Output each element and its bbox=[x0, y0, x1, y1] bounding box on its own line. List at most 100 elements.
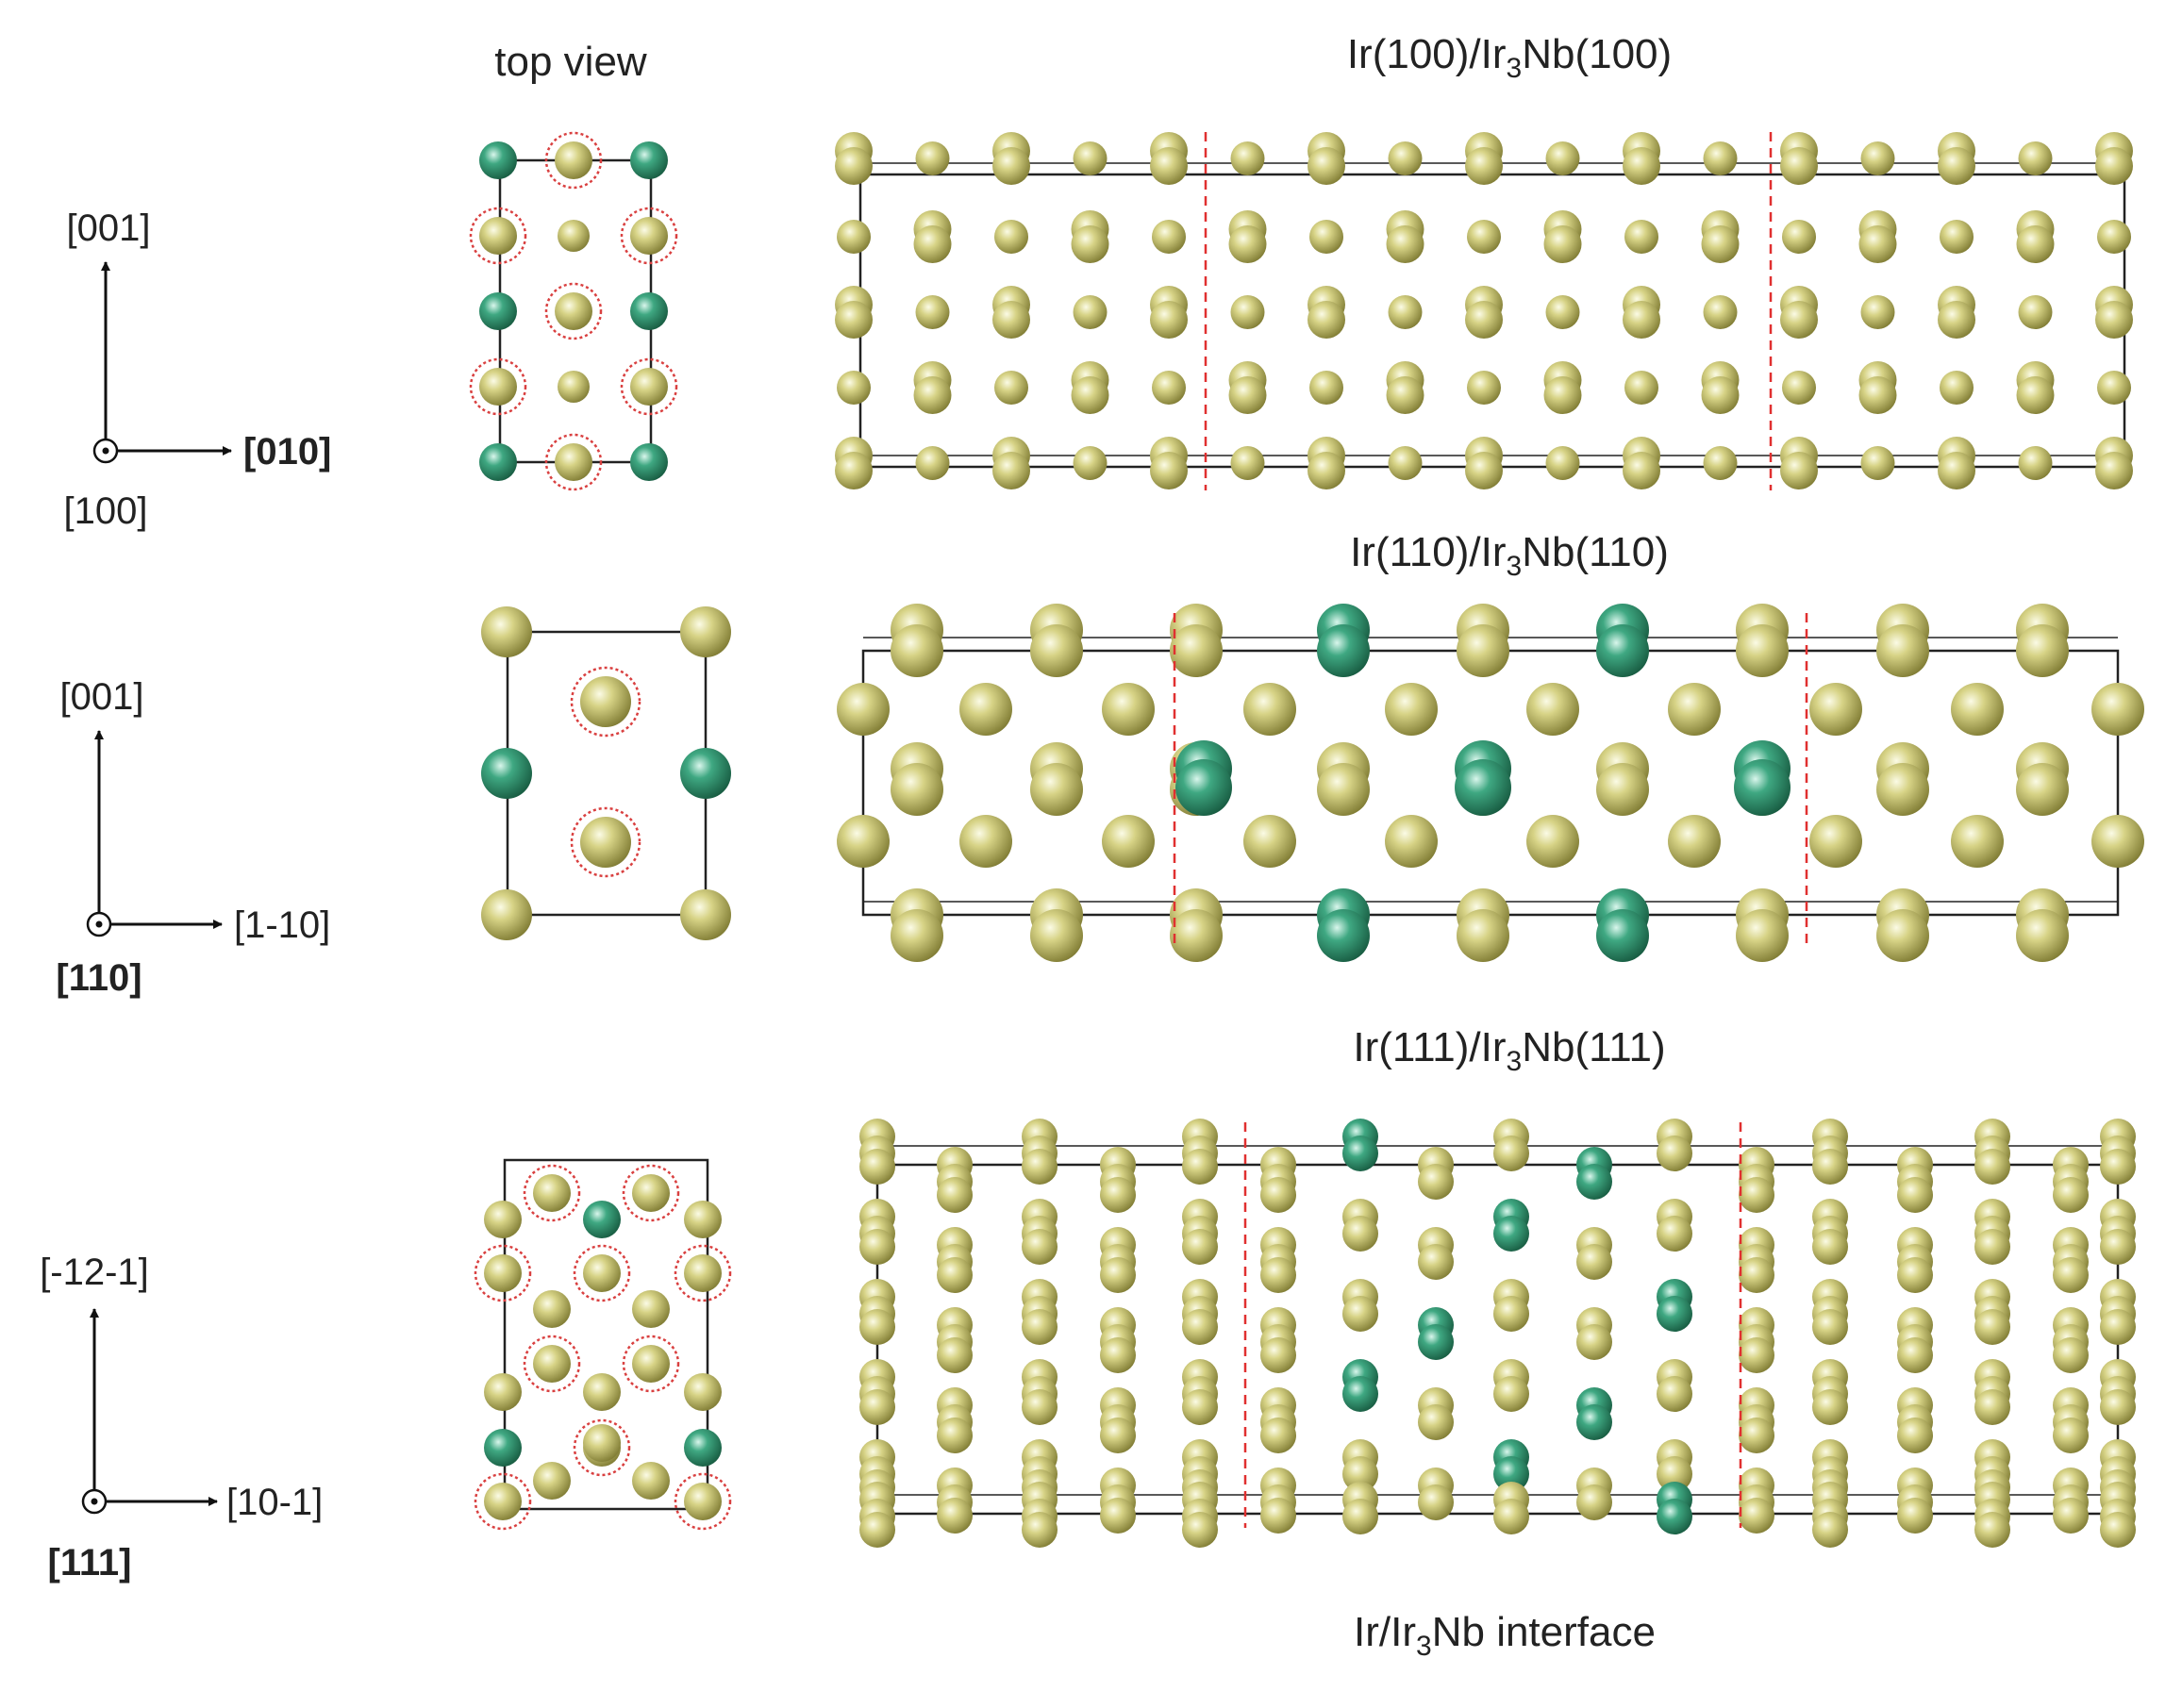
nb-atom bbox=[1734, 759, 1791, 816]
ir-atom bbox=[558, 220, 590, 252]
ir-atom bbox=[1812, 1229, 1848, 1265]
ir-atom bbox=[1624, 371, 1658, 405]
axis-up-label: [001] bbox=[67, 207, 151, 249]
nb-atom bbox=[479, 292, 517, 330]
ir-atom bbox=[915, 295, 950, 329]
ir-atom bbox=[1739, 1337, 1774, 1373]
ir-atom bbox=[1782, 220, 1816, 254]
ir-atom bbox=[1860, 141, 1895, 175]
ir-atom bbox=[1457, 909, 1509, 962]
nb-atom bbox=[1493, 1456, 1529, 1492]
surface-site-ring bbox=[620, 357, 678, 416]
ir-atom bbox=[959, 815, 1012, 868]
ir-atom bbox=[1974, 1149, 2010, 1185]
ir-atom bbox=[1623, 301, 1660, 339]
surface-site-ring bbox=[523, 1164, 581, 1222]
title-100: Ir(100)/Ir3Nb(100) bbox=[1347, 31, 1672, 84]
ir-atom bbox=[2095, 452, 2133, 489]
axis-normal-label: [111] bbox=[48, 1542, 132, 1584]
unit-cell bbox=[506, 630, 708, 917]
ir-atom bbox=[1526, 815, 1579, 868]
nb-atom bbox=[1342, 1376, 1378, 1412]
nb-atom bbox=[630, 292, 668, 330]
ir-atom bbox=[533, 1462, 571, 1500]
ir-atom bbox=[1623, 147, 1660, 185]
ir-atom bbox=[1386, 225, 1424, 263]
ir-atom bbox=[1938, 147, 1975, 185]
ir-atom bbox=[680, 606, 731, 657]
caption: Ir/Ir3Nb interface bbox=[1354, 1609, 1656, 1662]
ir-atom bbox=[1182, 1512, 1218, 1548]
ir-atom bbox=[1150, 301, 1188, 339]
ir-atom bbox=[1701, 225, 1740, 263]
ir-atom bbox=[2053, 1498, 2089, 1534]
ir-atom bbox=[2100, 1229, 2136, 1265]
ir-atom bbox=[913, 225, 952, 263]
ir-atom bbox=[1418, 1404, 1454, 1440]
ir-atom bbox=[1860, 446, 1895, 480]
ir-atom bbox=[684, 1201, 722, 1238]
ir-atom bbox=[533, 1174, 571, 1212]
ir-atom bbox=[915, 141, 950, 175]
ir-atom bbox=[1308, 301, 1345, 339]
ir-atom bbox=[1596, 763, 1649, 816]
ir-atom bbox=[1703, 295, 1738, 329]
ir-atom bbox=[1308, 452, 1345, 489]
ir-atom bbox=[959, 683, 1012, 736]
ir-atom bbox=[2018, 295, 2053, 329]
ir-atom bbox=[680, 889, 731, 940]
title-111: Ir(111)/Ir3Nb(111) bbox=[1353, 1024, 1665, 1077]
axis-right-label: [1-10] bbox=[234, 904, 330, 946]
ir-atom bbox=[1876, 624, 1929, 677]
nb-atom bbox=[1317, 909, 1370, 962]
side-view-111 bbox=[859, 1119, 2136, 1548]
ir-atom bbox=[1576, 1244, 1612, 1280]
ir-atom bbox=[1812, 1512, 1848, 1548]
ir-atom bbox=[1309, 371, 1343, 405]
ir-atom bbox=[1974, 1309, 2010, 1345]
ir-atom bbox=[479, 368, 517, 406]
ir-atom bbox=[1739, 1257, 1774, 1293]
ir-atom bbox=[1897, 1337, 1933, 1373]
ir-atom bbox=[1260, 1177, 1296, 1213]
ir-atom bbox=[1526, 683, 1579, 736]
axis-right-label: [010] bbox=[243, 431, 331, 473]
nb-atom bbox=[484, 1429, 522, 1467]
ir-atom bbox=[1545, 446, 1580, 480]
nb-atom bbox=[1493, 1216, 1529, 1252]
ir-atom bbox=[1657, 1376, 1692, 1412]
ir-atom bbox=[1940, 371, 1974, 405]
ir-atom bbox=[2091, 683, 2144, 736]
ir-atom bbox=[1030, 763, 1083, 816]
axes-100: [001] [010] [100] bbox=[64, 207, 332, 532]
ir-atom bbox=[580, 676, 631, 727]
surface-site-ring bbox=[622, 1335, 680, 1393]
ir-atom bbox=[1309, 220, 1343, 254]
surface-site-ring bbox=[523, 1335, 581, 1393]
nb-atom bbox=[1596, 909, 1649, 962]
ir-atom bbox=[835, 452, 873, 489]
ir-atom bbox=[1102, 815, 1155, 868]
ir-atom bbox=[1243, 815, 1296, 868]
ir-atom bbox=[1342, 1499, 1378, 1534]
ir-atom bbox=[2018, 141, 2053, 175]
top-view-label: top view bbox=[494, 39, 647, 85]
ir-atom bbox=[2100, 1149, 2136, 1185]
axes-111: [-12-1] [10-1] [111] bbox=[40, 1252, 323, 1584]
nb-atom bbox=[684, 1429, 722, 1467]
ir-atom bbox=[1260, 1498, 1296, 1534]
ir-atom bbox=[1150, 147, 1188, 185]
ir-atom bbox=[1493, 1499, 1529, 1534]
ir-atom bbox=[1736, 909, 1789, 962]
unit-cell bbox=[503, 1158, 709, 1511]
ir-atom bbox=[1858, 376, 1897, 414]
ir-atom bbox=[583, 1254, 621, 1292]
ir-atom bbox=[1897, 1177, 1933, 1213]
ir-atom bbox=[1152, 220, 1186, 254]
ir-atom bbox=[1182, 1229, 1218, 1265]
ir-atom bbox=[1022, 1512, 1058, 1548]
nb-atom bbox=[630, 443, 668, 481]
ir-atom bbox=[1418, 1484, 1454, 1520]
ir-atom bbox=[913, 376, 952, 414]
